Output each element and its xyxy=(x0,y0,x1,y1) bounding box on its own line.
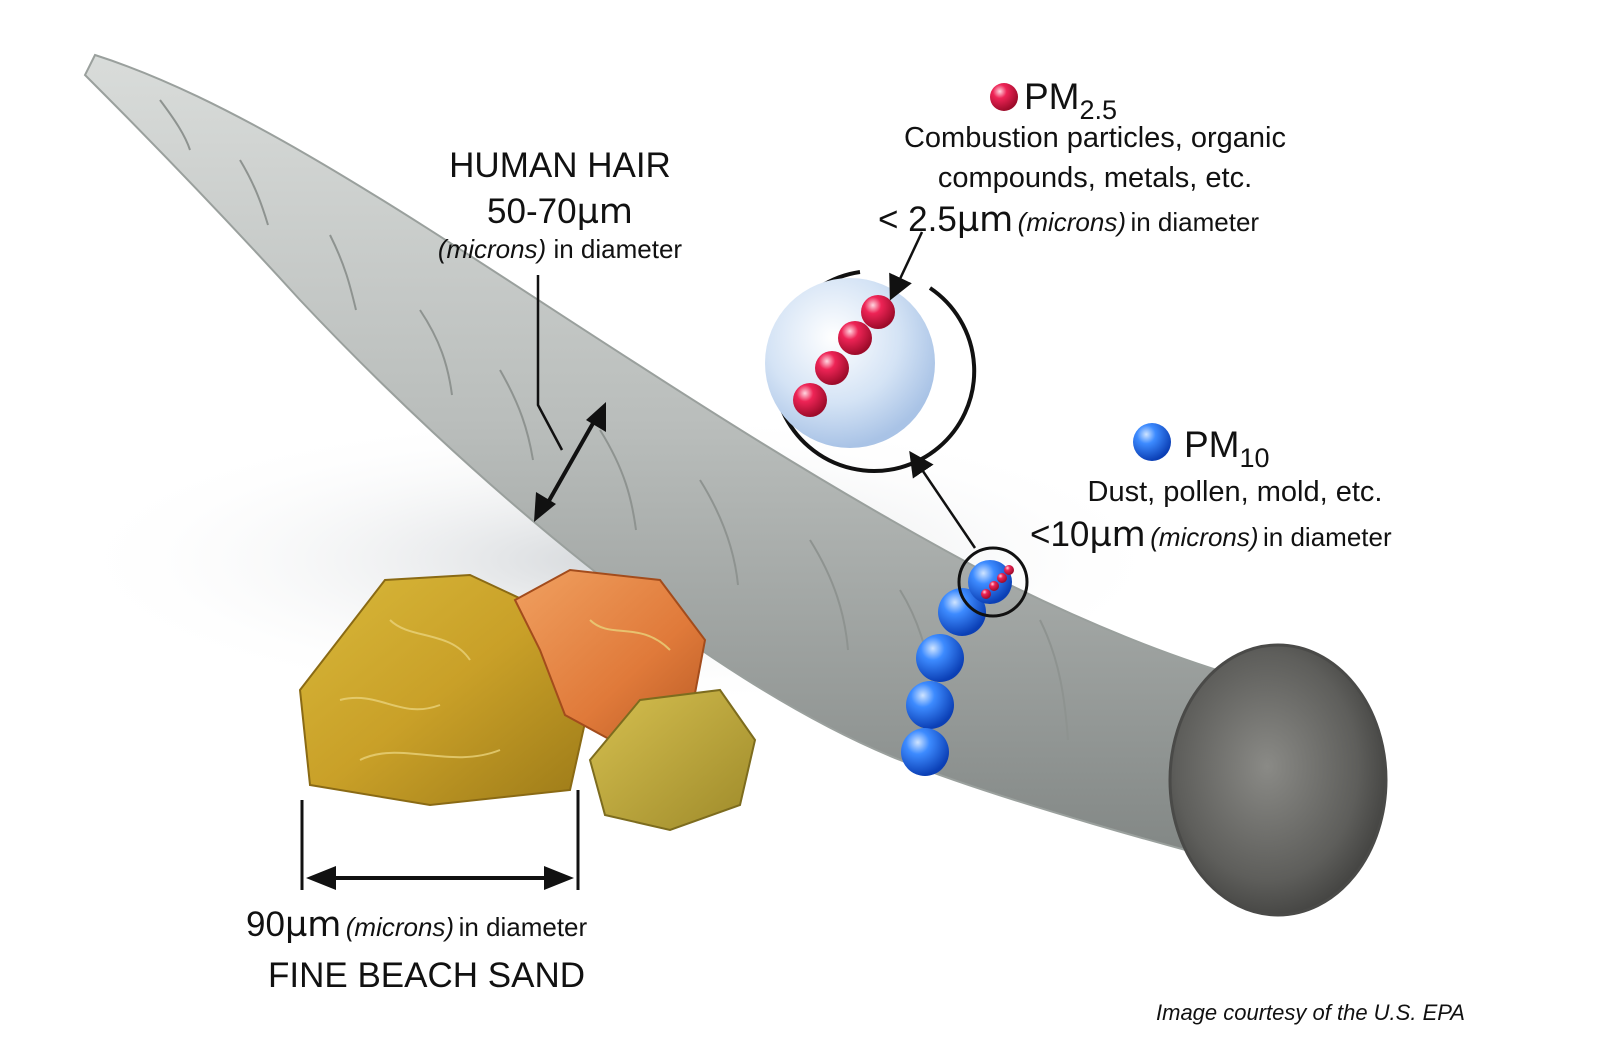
pm10-desc: Dust, pollen, mold, etc. xyxy=(1087,476,1383,508)
sand-size-unit: µm xyxy=(284,905,342,945)
hair-cross-section xyxy=(1168,643,1388,917)
pm10-size-unit: µm xyxy=(1089,515,1146,555)
pm10-size-value: <10 xyxy=(1030,515,1090,554)
hair-leader-line xyxy=(536,275,564,451)
pm25-title: PM2.5 xyxy=(1024,76,1117,125)
pm25-particle xyxy=(815,351,849,385)
pm25-particle xyxy=(838,321,872,355)
pm10-particle xyxy=(938,588,986,636)
hair-size-value: 50-70 xyxy=(487,192,577,231)
sand-title: FINE BEACH SAND xyxy=(268,956,585,995)
pm25-pointer-arrow xyxy=(889,231,924,301)
pm25-particle xyxy=(793,383,827,417)
sand-size: 90µm (microns) in diameter xyxy=(246,905,587,945)
sand-grain-olive xyxy=(588,688,757,832)
pm10-legend-dot xyxy=(1133,423,1171,461)
hair-suffix: in diameter xyxy=(553,234,683,264)
pm10-particle xyxy=(906,681,954,729)
pm25-title-main: PM xyxy=(1024,76,1080,117)
pm25-particle-chain xyxy=(793,295,895,417)
sand-dim-arrowhead-left xyxy=(306,866,336,890)
sand-texture xyxy=(339,619,671,761)
pm10-microns: (microns) xyxy=(1150,522,1259,552)
hair-thickness-arrowhead-bottom xyxy=(534,492,556,522)
pm10-title-main: PM xyxy=(1184,424,1240,465)
pm25-small-chain xyxy=(981,565,1014,599)
hair-title: HUMAN HAIR xyxy=(449,146,671,185)
pm10-title-sub: 10 xyxy=(1239,443,1270,473)
sand-microns: (microns) xyxy=(345,912,455,942)
pm25-size-unit: µm xyxy=(956,200,1014,240)
sand-size-value: 90 xyxy=(246,905,285,944)
pm25-suffix: in diameter xyxy=(1130,207,1260,237)
pm10-title: PM10 xyxy=(1184,424,1270,473)
pm25-size: < 2.5µm (microns) in diameter xyxy=(878,200,1259,240)
human-hair-strand xyxy=(83,53,1302,882)
pm10-size: <10µm (microns) in diameter xyxy=(1030,515,1392,555)
hair-thickness-arrowhead-top xyxy=(586,402,606,432)
hair-microns: (microns) xyxy=(437,234,547,264)
sand-dim-arrowhead-right xyxy=(544,866,574,890)
pm10-suffix: in diameter xyxy=(1263,522,1392,552)
pm25-microns: (microns) xyxy=(1017,207,1126,237)
sand-suffix: in diameter xyxy=(458,912,588,942)
pm25-title-sub: 2.5 xyxy=(1079,95,1118,125)
hair-thickness-line xyxy=(544,417,598,507)
pm10-particle xyxy=(968,560,1012,604)
pm25-size-value: < 2.5 xyxy=(878,200,957,239)
pm25-small-circle xyxy=(957,546,1029,618)
magnify-arrow xyxy=(909,450,977,549)
magnified-pm10-particle xyxy=(765,278,935,448)
pm25-desc-line1: Combustion particles, organic xyxy=(903,122,1286,154)
pm10-particle xyxy=(901,728,949,776)
pm10-particle xyxy=(916,634,964,682)
pm25-particle xyxy=(861,295,895,329)
pm10-particle-chain xyxy=(901,560,1012,776)
image-credit: Image courtesy of the U.S. EPA xyxy=(1156,1000,1465,1025)
hair-size: 50-70µm xyxy=(420,192,700,232)
hair-diameter-note: (microns) in diameter xyxy=(400,234,720,265)
pm25-desc-line2: compounds, metals, etc. xyxy=(937,162,1253,194)
hair-size-unit: µm xyxy=(576,192,633,232)
pm25-legend-dot xyxy=(990,83,1018,111)
